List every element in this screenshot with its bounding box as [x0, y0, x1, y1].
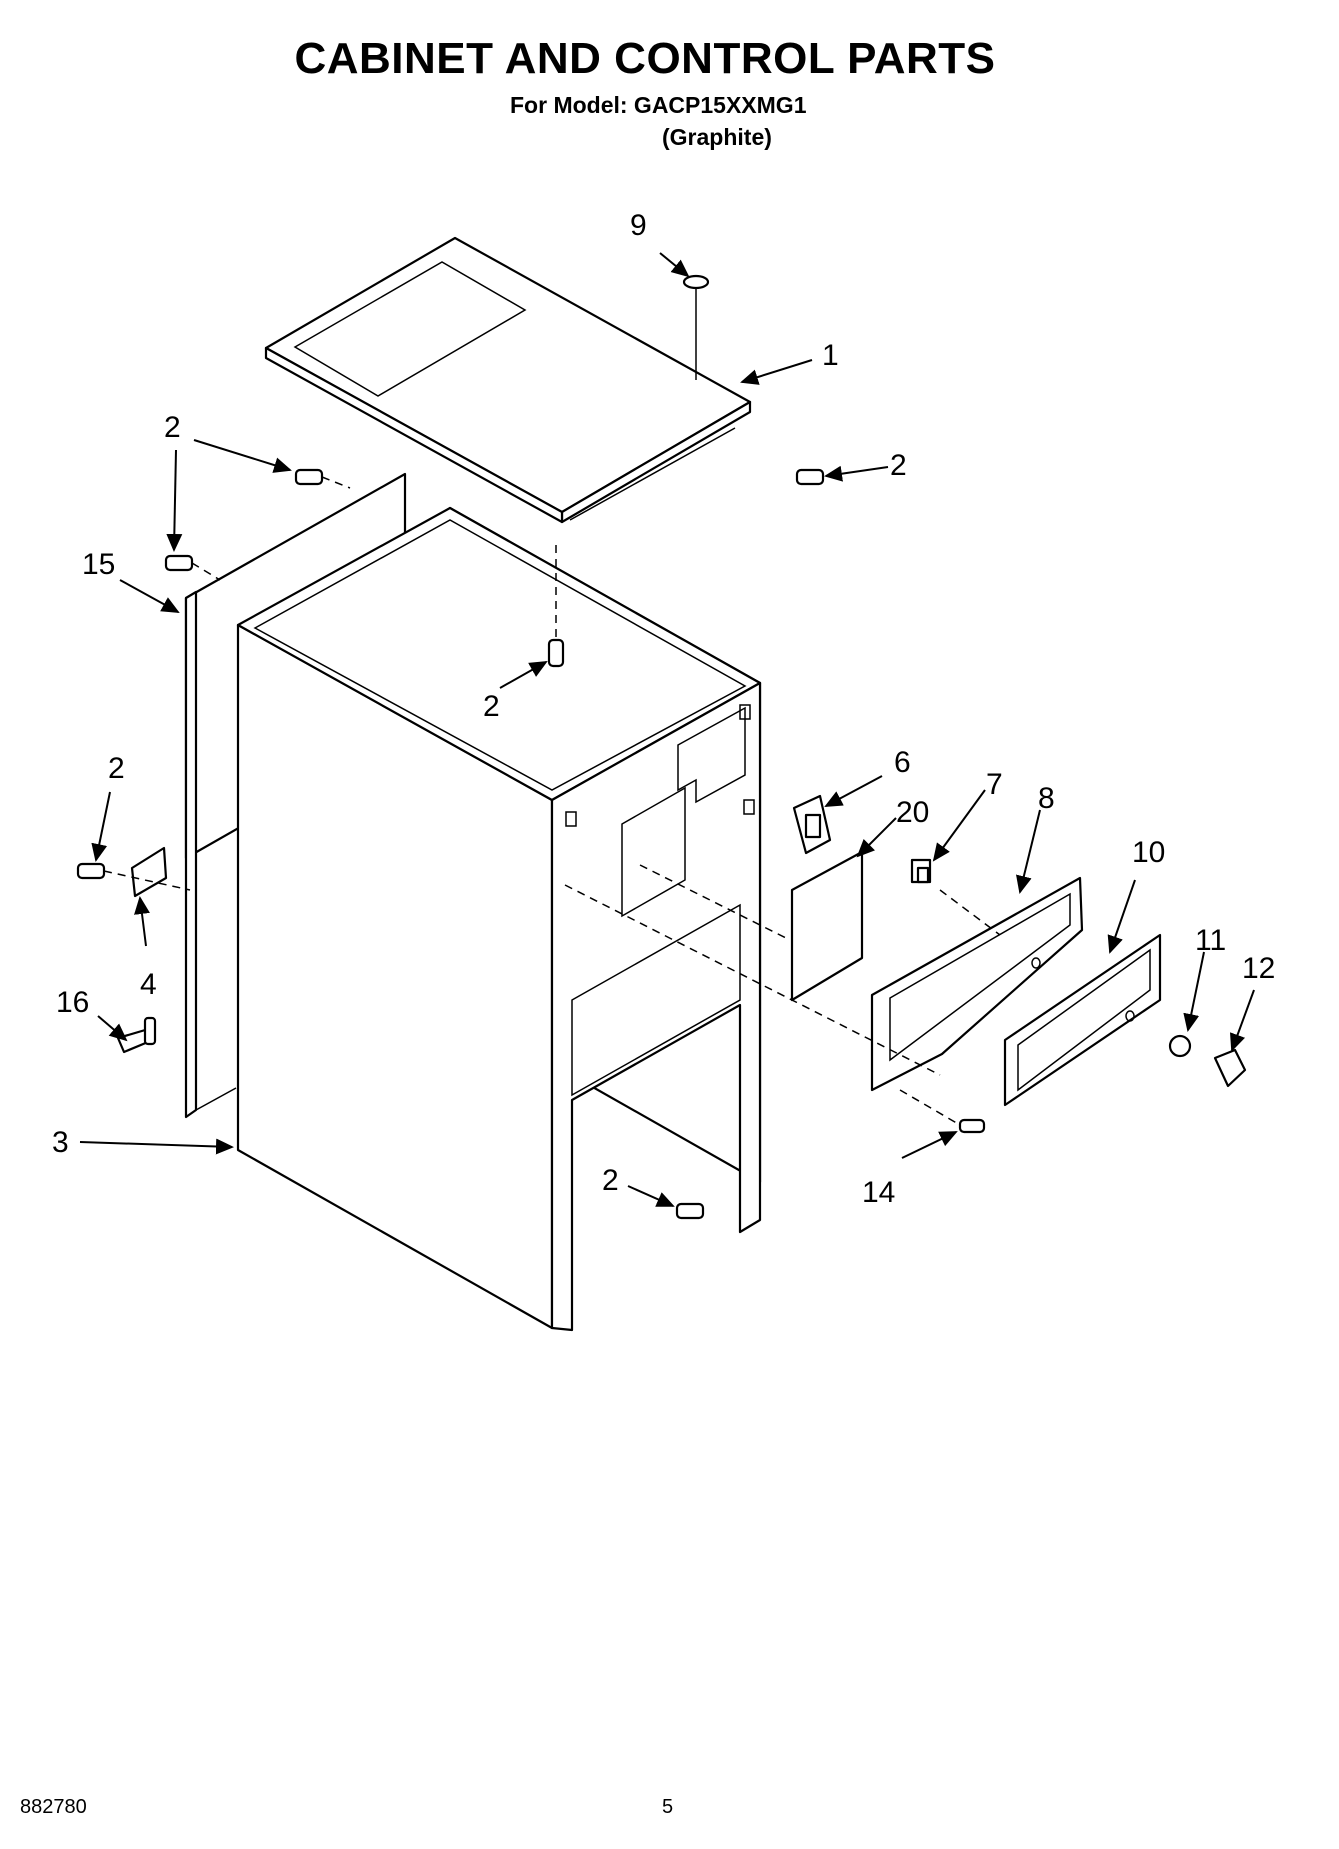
callout-1: 1 — [822, 339, 839, 372]
callout-10: 10 — [1132, 836, 1165, 869]
cap-plug — [682, 274, 710, 380]
control-bracket — [910, 858, 932, 884]
page-number: 5 — [662, 1796, 674, 1818]
callout-20: 20 — [896, 796, 929, 829]
callout-3: 3 — [52, 1126, 69, 1159]
callout-8: 8 — [1038, 782, 1055, 815]
callout-7: 7 — [986, 768, 1003, 801]
callout-16: 16 — [56, 986, 89, 1019]
page-title: CABINET AND CONTROL PARTS — [294, 34, 996, 83]
model-line: For Model: GACP15XXMG1 — [510, 92, 807, 118]
screw — [164, 554, 194, 572]
callout-2: 2 — [602, 1164, 619, 1197]
control-trim-plate — [1003, 933, 1162, 1107]
color-line: (Graphite) — [662, 124, 772, 150]
callout-2: 2 — [108, 752, 125, 785]
callout-2: 2 — [483, 690, 500, 723]
callout-6: 6 — [894, 746, 911, 779]
screw — [76, 862, 106, 880]
callout-2: 2 — [890, 449, 907, 482]
screw — [795, 468, 825, 486]
mounting-clip — [130, 846, 168, 898]
knob-bushing — [1168, 1034, 1192, 1058]
callout-15: 15 — [82, 548, 115, 581]
callout-9: 9 — [630, 209, 647, 242]
callout-4: 4 — [140, 968, 157, 1001]
callout-12: 12 — [1242, 952, 1275, 985]
control-knob — [1213, 1048, 1247, 1088]
cabinet-right-side — [550, 681, 762, 1332]
wing-nut — [116, 1016, 157, 1054]
callout-14: 14 — [862, 1176, 895, 1209]
callout-11: 11 — [1195, 924, 1226, 957]
top-panel — [264, 236, 752, 524]
control-housing — [870, 876, 1084, 1092]
callout-2: 2 — [164, 411, 181, 444]
control-sub-panel — [790, 850, 864, 1002]
screw — [294, 468, 324, 486]
screw — [675, 1202, 705, 1220]
screw — [547, 638, 565, 668]
screw — [958, 1118, 986, 1134]
rocker-switch — [792, 794, 832, 855]
document-code: 882780 — [20, 1796, 87, 1818]
